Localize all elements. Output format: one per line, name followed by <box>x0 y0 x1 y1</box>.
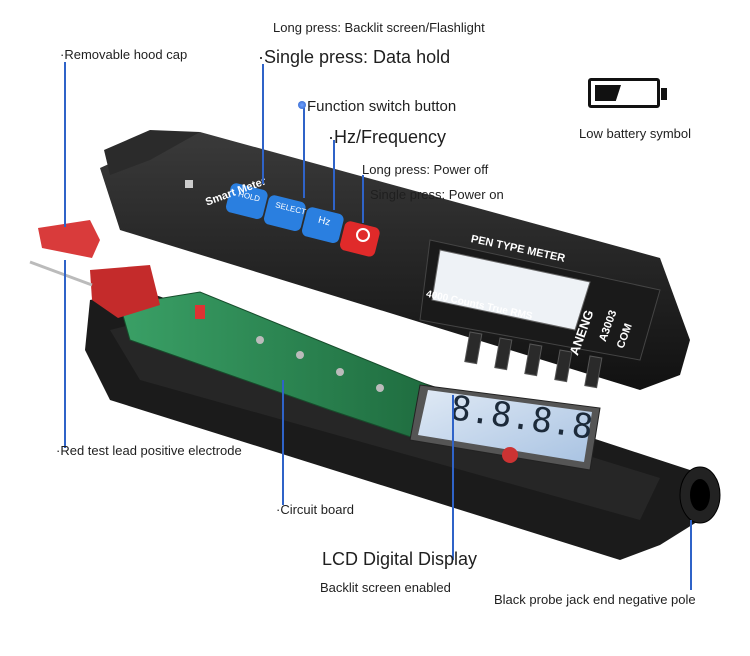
hz-line <box>333 140 335 210</box>
label-low-battery: Low battery symbol <box>579 126 691 141</box>
data-hold-line <box>262 64 264 184</box>
label-lcd-display: LCD Digital Display <box>322 549 478 569</box>
black-probe-line <box>690 520 692 590</box>
label-circuit-board: ·Circuit board <box>276 502 355 517</box>
lcd-line <box>452 395 454 560</box>
red-lead-line <box>64 260 66 448</box>
black-probe-jack-shape <box>679 466 721 524</box>
power-button-shape <box>340 221 380 257</box>
lcd-module-shape <box>409 384 601 471</box>
label-backlit-enabled: Backlit screen enabled <box>320 580 451 595</box>
power-line <box>362 175 364 223</box>
function-switch-line <box>303 108 305 198</box>
removable-cap-line <box>64 62 66 227</box>
function-switch-dot <box>298 101 306 109</box>
label-single-press-hold: ·Single press: Data hold <box>258 47 451 67</box>
battery-cap <box>661 88 667 100</box>
label-single-press-power-on: Single press: Power on <box>370 187 504 202</box>
hold-button-shape <box>226 183 268 220</box>
battery-level <box>595 85 621 101</box>
circuit-board-line <box>282 380 284 505</box>
label-long-press-power-off: Long press: Power off <box>362 162 489 177</box>
label-function-switch: Function switch button <box>307 98 457 115</box>
hz-button-shape <box>302 207 344 244</box>
label-hz-frequency: ·Hz/Frequency <box>328 127 447 147</box>
label-red-lead: ·Red test lead positive electrode <box>56 443 242 458</box>
red-probe-cap-shape <box>29 220 160 318</box>
label-removable-cap: ·Removable hood cap <box>60 47 188 62</box>
label-black-probe: Black probe jack end negative pole <box>494 592 696 607</box>
label-long-press-backlit: Long press: Backlit screen/Flashlight <box>273 20 485 35</box>
select-button-shape <box>264 195 306 232</box>
low-battery-icon <box>588 78 667 108</box>
